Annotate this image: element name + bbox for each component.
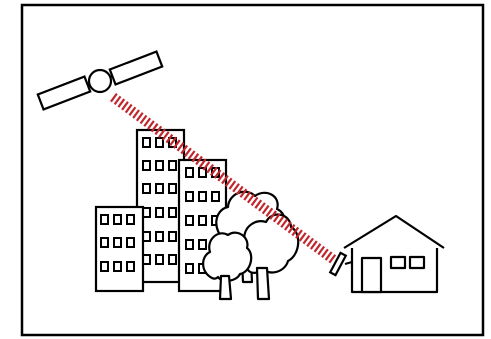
building-window	[199, 192, 206, 201]
building-window	[143, 184, 150, 193]
building-window	[186, 192, 193, 201]
building-window	[127, 262, 134, 271]
building-window	[114, 238, 121, 247]
building-window	[101, 238, 108, 247]
solar-panel-right	[110, 52, 162, 85]
building-window	[169, 161, 176, 170]
tree-right-trunk	[257, 268, 269, 299]
building-window	[101, 262, 108, 271]
building-window	[156, 232, 163, 241]
building-window	[186, 168, 193, 177]
building-window	[199, 216, 206, 225]
building-window	[156, 184, 163, 193]
satellite-icon	[38, 52, 162, 110]
dish-antenna	[330, 253, 346, 275]
house-roof	[344, 216, 444, 248]
building-window	[156, 161, 163, 170]
building-window	[169, 255, 176, 264]
building-window	[169, 184, 176, 193]
building-window	[143, 161, 150, 170]
house-window-right	[410, 257, 424, 268]
building-window	[186, 216, 193, 225]
building-window	[101, 215, 108, 224]
satellite-body	[89, 70, 111, 92]
building-window	[169, 208, 176, 217]
building-window	[127, 215, 134, 224]
tree-left-trunk	[220, 276, 231, 299]
building-window	[114, 215, 121, 224]
building-window	[186, 240, 193, 249]
house-door	[362, 258, 381, 292]
building-window	[127, 238, 134, 247]
house-icon	[344, 216, 444, 292]
building-window	[114, 262, 121, 271]
solar-panel-left	[38, 77, 90, 110]
building-window	[199, 240, 206, 249]
building-window	[156, 138, 163, 147]
house-window-left	[391, 257, 405, 268]
building-window	[212, 192, 219, 201]
building-window	[156, 255, 163, 264]
building-left-windows	[101, 215, 134, 271]
building-window	[186, 264, 193, 273]
building-window	[156, 208, 163, 217]
building-window	[169, 232, 176, 241]
building-window	[143, 138, 150, 147]
tree-left-foliage	[203, 233, 251, 281]
